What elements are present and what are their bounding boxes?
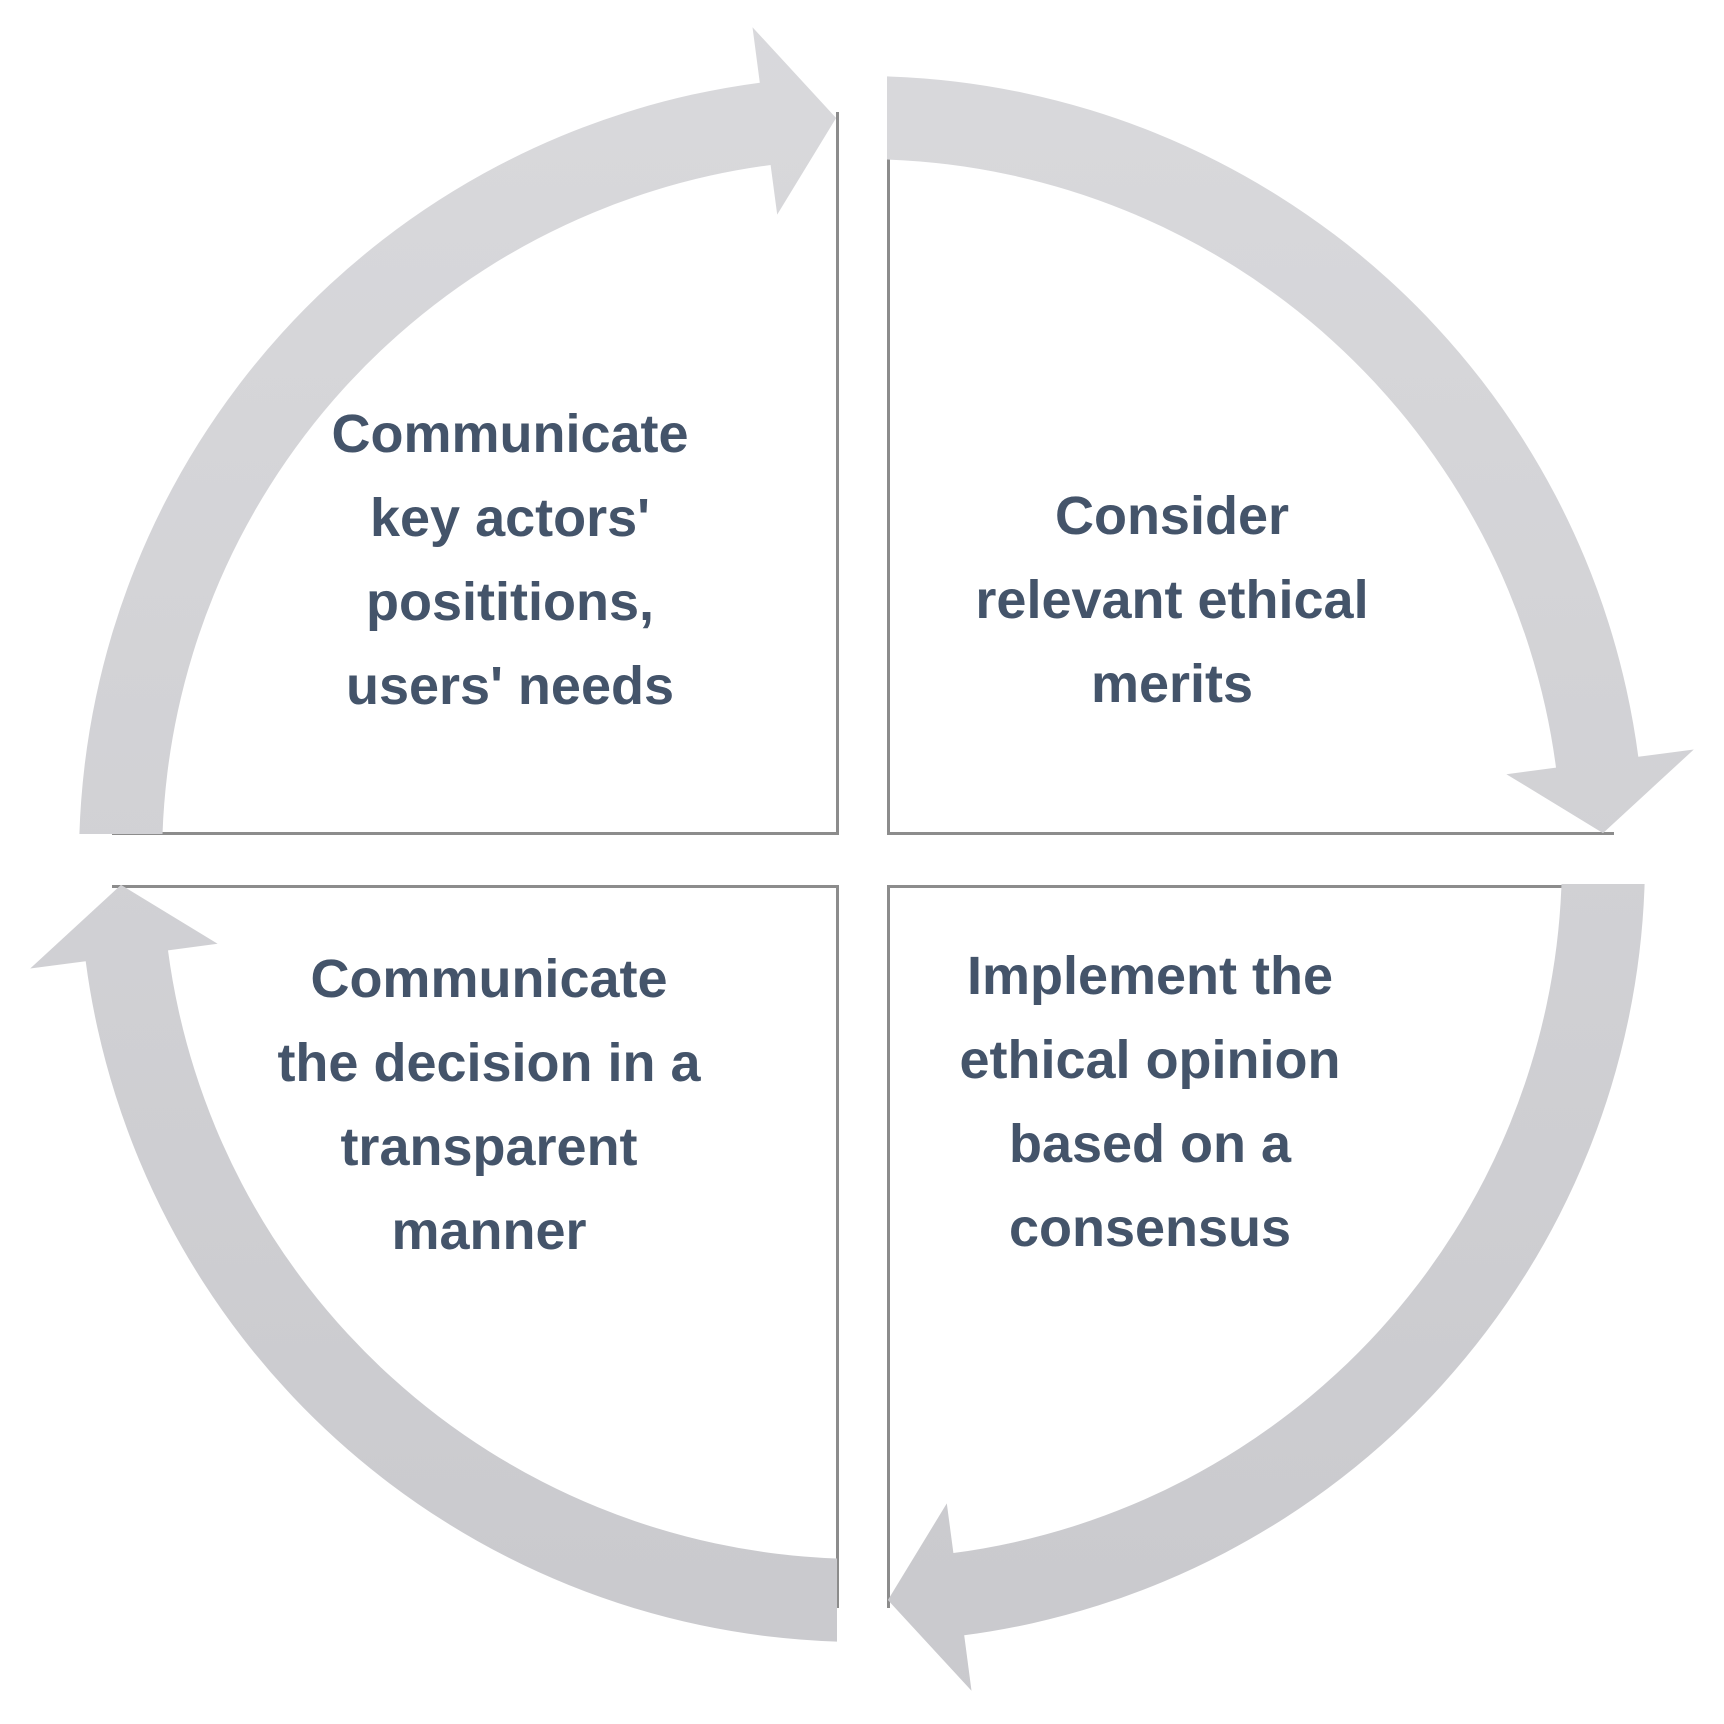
step-line: the decision in a	[277, 1033, 701, 1093]
step-line: Consider	[1054, 486, 1290, 546]
step-line: Implement the	[966, 946, 1334, 1006]
step-line: ethical opinion	[959, 1030, 1341, 1090]
step-line: merits	[1090, 654, 1254, 714]
step-line: Communicate	[310, 949, 668, 1009]
step-line: transparent	[340, 1117, 638, 1177]
step-line: users' needs	[345, 656, 675, 716]
step-text-top-left: Communicate key actors' posititions, use…	[331, 392, 688, 728]
step-line: posititions,	[366, 572, 654, 632]
step-line: relevant ethical	[975, 570, 1369, 630]
step-line: consensus	[1008, 1198, 1292, 1258]
step-line: key actors'	[369, 488, 651, 548]
step-line: manner	[391, 1201, 587, 1261]
step-line: Communicate	[331, 404, 689, 464]
step-line: based on a	[1008, 1114, 1292, 1174]
step-text-bottom-left: Communicate the decision in a transparen…	[277, 937, 700, 1273]
step-text-bottom-right: Implement the ethical opinion based on a…	[959, 934, 1340, 1270]
step-text-top-right: Consider relevant ethical merits	[975, 474, 1368, 726]
